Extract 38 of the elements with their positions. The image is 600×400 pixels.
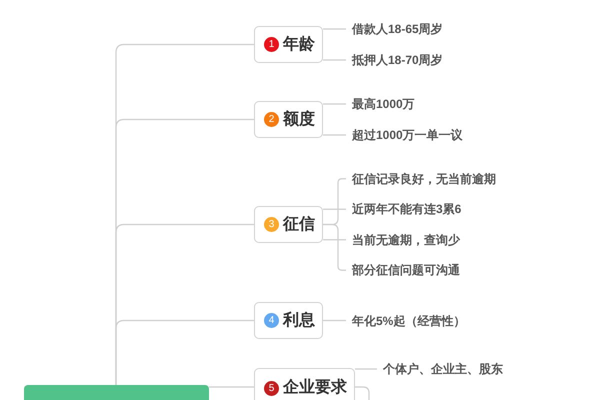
- item-text: 部分征信问题可沟通: [346, 262, 460, 278]
- topic-box: [24, 385, 209, 400]
- topic-box: [254, 101, 323, 138]
- item-text: 个体户、企业主、股东: [377, 361, 503, 377]
- item-text: 近两年不能有连3累6: [346, 201, 462, 218]
- number-badge: 5: [264, 380, 279, 396]
- topic-label: 额度: [283, 110, 315, 130]
- number-badge: 4: [264, 313, 279, 328]
- connector-line: [323, 134, 346, 136]
- topic-box: [254, 206, 323, 243]
- connector-line: [355, 368, 377, 370]
- item-text: 抵押人18-70周岁: [346, 52, 443, 68]
- topic-box: [254, 26, 323, 63]
- connector-line: [355, 386, 370, 400]
- topic-label: 年龄: [283, 34, 315, 54]
- topic-label: 企业要求: [283, 378, 347, 398]
- topic-label: 利息: [283, 310, 315, 330]
- number-badge: 1: [264, 37, 279, 52]
- item-text: 征信记录良好，无当前逾期: [346, 170, 496, 187]
- connector-line: [323, 224, 346, 271]
- topic-label: 征信: [283, 214, 315, 234]
- connector-line: [209, 386, 254, 388]
- item-text: 当前无逾期，查询少: [346, 232, 460, 248]
- item-text: 超过1000万一单一议: [346, 127, 463, 143]
- item-text: 最高1000万: [346, 96, 415, 112]
- connector-line: [323, 239, 346, 240]
- number-badge: 2: [264, 112, 279, 127]
- topic-box: [254, 302, 323, 339]
- item-text: 借款人18-65周岁: [346, 21, 443, 37]
- connector-line: [323, 208, 346, 210]
- connector-line: [323, 103, 346, 105]
- connector-line: [323, 28, 346, 30]
- topic-box: [254, 368, 355, 400]
- connector-line: [323, 59, 346, 61]
- connector-line: [115, 320, 254, 385]
- item-text: 年化5%起（经营性）: [346, 312, 466, 328]
- connector-line: [323, 320, 346, 322]
- number-badge: 3: [264, 217, 279, 232]
